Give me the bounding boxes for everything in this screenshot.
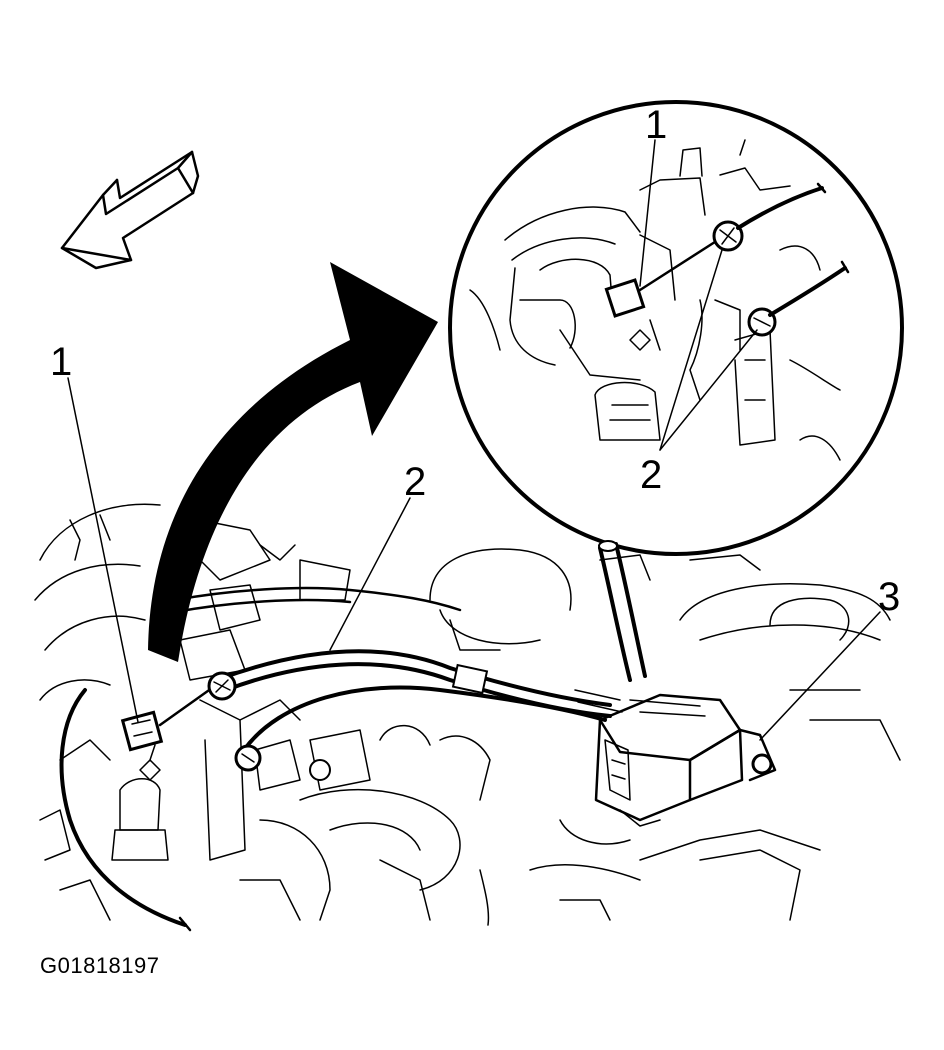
engine-bay-linework <box>34 377 901 932</box>
callout-main-1: 1 <box>50 340 72 384</box>
callout-inset-2: 2 <box>640 453 662 497</box>
callout-inset-1: 1 <box>645 103 667 147</box>
callout-main-2: 2 <box>404 460 426 504</box>
figure-id: G01818197 <box>40 953 160 978</box>
zoom-curved-arrow-icon <box>148 262 438 662</box>
callout-main-3: 3 <box>878 575 900 619</box>
detail-inset <box>448 100 904 556</box>
front-direction-arrow-icon <box>60 150 200 270</box>
